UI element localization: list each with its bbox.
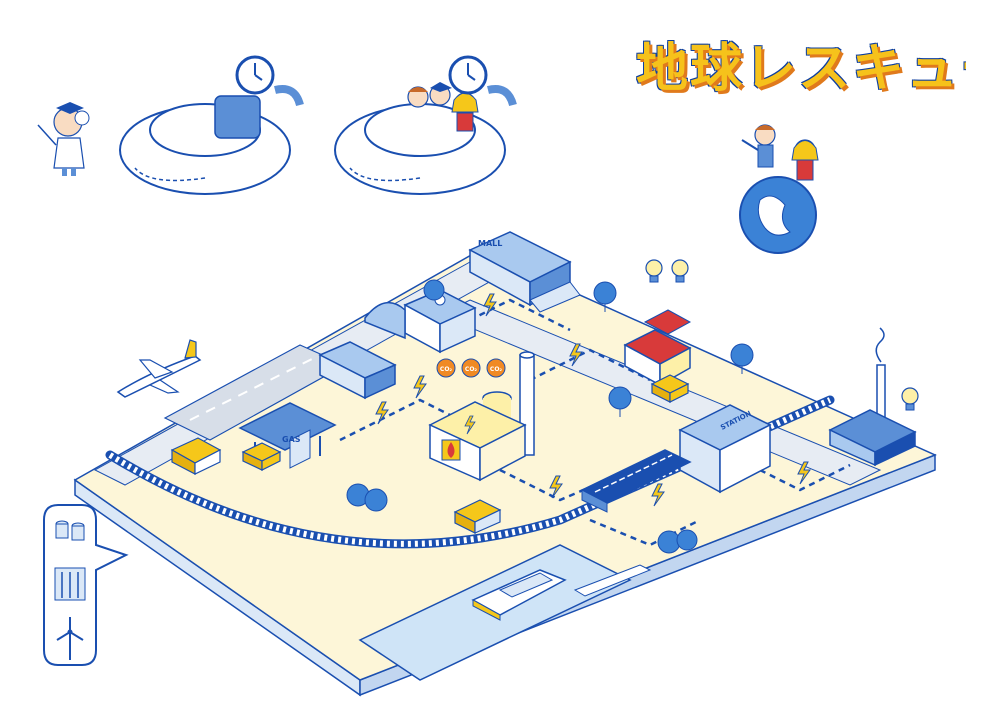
mall-sign: MALL — [478, 239, 502, 248]
gas-tank-icon[interactable] — [55, 520, 85, 541]
game-title: 地球レスキュー — [636, 39, 966, 99]
time-machine-empty[interactable] — [119, 55, 304, 195]
gas-sign: GAS — [282, 435, 301, 444]
car[interactable] — [241, 442, 282, 471]
co2-emissions: CO₂ CO₂ CO₂ — [436, 358, 506, 378]
tree — [608, 386, 632, 410]
time-machine-with-kids[interactable] — [334, 55, 517, 195]
airplane[interactable] — [116, 339, 202, 398]
co2-label: CO₂ — [465, 366, 478, 373]
tree — [593, 281, 617, 305]
lightning-bolt-icon — [569, 343, 583, 367]
lightning-bolt-icon — [413, 375, 427, 399]
train-station[interactable]: STATION — [678, 404, 772, 494]
ferry[interactable] — [471, 569, 567, 621]
lightning-bolt-icon — [483, 293, 497, 317]
tree — [730, 343, 754, 367]
tree — [364, 488, 388, 512]
lightning-bolt-icon — [549, 475, 563, 499]
gas-station[interactable]: GAS — [238, 402, 337, 469]
truck[interactable] — [453, 499, 502, 534]
school-building[interactable] — [364, 289, 477, 354]
hydro-dam-icon[interactable] — [54, 567, 86, 601]
co2-label: CO₂ — [440, 366, 453, 373]
office-building[interactable] — [318, 341, 397, 400]
lightning-bolt-icon — [464, 415, 476, 435]
trees — [346, 279, 754, 554]
vehicles — [170, 374, 690, 534]
car[interactable] — [650, 374, 690, 403]
lightning-bolt-icons — [375, 293, 811, 507]
co2-label: CO₂ — [490, 366, 503, 373]
demand-lightbulbs — [645, 259, 919, 411]
tree — [423, 279, 445, 301]
globe-with-kids[interactable] — [739, 124, 819, 254]
professor-character[interactable] — [37, 102, 90, 176]
tree — [676, 529, 698, 551]
wind-turbine-icon[interactable] — [56, 617, 84, 660]
lightning-bolt-icon — [651, 483, 665, 507]
lightbulb-icon — [901, 387, 919, 411]
lightbulb-icon — [645, 259, 663, 283]
lightbulb-icon — [671, 259, 689, 283]
truck[interactable] — [170, 437, 222, 475]
power-plant[interactable] — [428, 351, 535, 482]
mall-building[interactable]: MALL — [468, 231, 581, 313]
lightning-bolt-icon — [797, 461, 811, 485]
energy-source-bubble — [43, 504, 129, 666]
factory[interactable] — [828, 327, 917, 467]
lightning-bolt-icon — [375, 401, 389, 425]
train[interactable] — [580, 449, 692, 513]
